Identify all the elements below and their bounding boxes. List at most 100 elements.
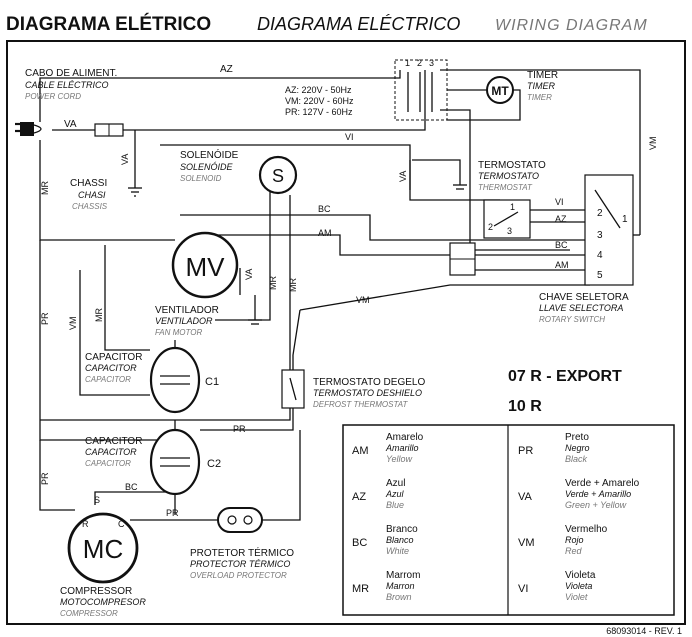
capacitor1-label: CAPACITOR <box>85 352 142 363</box>
overload-label: PROTETOR TÉRMICO <box>190 546 294 559</box>
svg-text:Marron: Marron <box>386 581 415 591</box>
svg-text:2: 2 <box>488 222 493 232</box>
svg-text:1: 1 <box>622 214 628 225</box>
svg-text:MC: MC <box>83 534 123 564</box>
svg-text:PR: PR <box>166 508 179 518</box>
svg-text:TIMER: TIMER <box>527 93 552 102</box>
capacitor-c2 <box>149 428 201 496</box>
svg-text:Verde + Amarelo: Verde + Amarelo <box>565 478 640 489</box>
svg-text:MR: MR <box>352 583 369 595</box>
svg-text:BC: BC <box>318 204 331 214</box>
svg-text:Marrom: Marrom <box>386 570 420 581</box>
svg-text:Preto: Preto <box>565 432 589 443</box>
ground-icon <box>248 319 262 325</box>
fan-motor-symbol <box>171 231 239 299</box>
svg-text:AZ: AZ <box>555 214 567 224</box>
diagram-frame <box>6 40 686 625</box>
svg-text:Violeta: Violeta <box>565 570 596 581</box>
svg-text:AZ: AZ <box>220 64 233 75</box>
compressor-symbol <box>67 512 139 584</box>
voltage-note-2: VM: 220V - 60Hz <box>285 96 354 106</box>
svg-text:Brown: Brown <box>386 592 412 602</box>
svg-text:LLAVE SELECTORA: LLAVE SELECTORA <box>539 303 623 313</box>
svg-text:MT: MT <box>491 84 509 98</box>
timer-switch: 1 2 3 <box>394 58 448 121</box>
svg-text:PR: PR <box>40 472 50 485</box>
svg-text:ROTARY SWITCH: ROTARY SWITCH <box>539 315 605 324</box>
wires: AZ VA VA MR PR VI VA VM BC AM <box>39 64 658 521</box>
svg-text:Amarillo: Amarillo <box>385 443 419 453</box>
svg-text:Azul: Azul <box>386 478 405 489</box>
svg-text:C: C <box>118 519 125 529</box>
svg-text:Branco: Branco <box>386 524 418 535</box>
svg-text:BC: BC <box>352 537 367 549</box>
svg-text:CAPACITOR: CAPACITOR <box>85 363 137 373</box>
svg-text:VA: VA <box>518 491 533 503</box>
svg-text:AM: AM <box>318 228 332 238</box>
svg-text:CAPACITOR: CAPACITOR <box>85 375 131 384</box>
svg-text:MR: MR <box>94 308 104 322</box>
svg-text:Rojo: Rojo <box>565 535 584 545</box>
voltage-note-3: PR: 127V - 60Hz <box>285 107 353 117</box>
svg-text:Amarelo: Amarelo <box>386 432 424 443</box>
svg-text:Green + Yellow: Green + Yellow <box>565 500 627 510</box>
svg-text:C1: C1 <box>205 376 219 388</box>
svg-text:VI: VI <box>345 132 354 142</box>
svg-text:AZ: AZ <box>352 491 366 503</box>
svg-text:MR: MR <box>288 278 298 292</box>
svg-text:3: 3 <box>429 58 434 68</box>
fan-motor-label: VENTILADOR <box>155 305 219 316</box>
svg-text:R: R <box>82 519 89 529</box>
svg-text:BC: BC <box>125 482 138 492</box>
compressor-label: COMPRESSOR <box>60 586 132 597</box>
svg-text:CHASSIS: CHASSIS <box>72 202 108 211</box>
svg-text:Azul: Azul <box>385 489 405 499</box>
svg-text:TERMOSTATO: TERMOSTATO <box>478 171 539 181</box>
svg-text:VM: VM <box>68 317 78 331</box>
svg-text:OVERLOAD PROTECTOR: OVERLOAD PROTECTOR <box>190 571 287 580</box>
svg-text:Vermelho: Vermelho <box>565 524 608 535</box>
svg-text:2: 2 <box>417 58 422 68</box>
svg-text:DEFROST THERMOSTAT: DEFROST THERMOSTAT <box>313 400 408 409</box>
svg-text:Blanco: Blanco <box>386 535 414 545</box>
svg-text:VM: VM <box>356 295 370 305</box>
svg-text:1: 1 <box>510 202 515 212</box>
svg-text:AM: AM <box>555 260 569 270</box>
chassis-label: CHASSI <box>70 178 107 189</box>
svg-text:Negro: Negro <box>565 443 590 453</box>
selector-label: CHAVE SELETORA <box>539 292 629 303</box>
svg-text:CABLE ELÉCTRICO: CABLE ELÉCTRICO <box>25 80 109 90</box>
svg-text:BC: BC <box>555 240 568 250</box>
svg-text:Black: Black <box>565 454 588 464</box>
svg-text:S: S <box>94 495 100 505</box>
svg-text:VI: VI <box>518 583 528 595</box>
svg-text:MOTOCOMPRESOR: MOTOCOMPRESOR <box>60 597 146 607</box>
svg-text:TIMER: TIMER <box>527 81 555 91</box>
svg-text:MR: MR <box>40 181 50 195</box>
rotary-switch <box>584 174 634 286</box>
model-2: 10 R <box>508 398 542 415</box>
svg-text:Red: Red <box>565 546 583 556</box>
solenoid-label: SOLENÓIDE <box>180 148 239 161</box>
color-legend: AMAmareloAmarilloYellowAZAzulAzulBlueBCB… <box>342 424 675 616</box>
voltage-note-1: AZ: 220V - 50Hz <box>285 85 352 95</box>
svg-text:C2: C2 <box>207 458 221 470</box>
svg-text:2: 2 <box>597 208 603 219</box>
svg-text:VI: VI <box>555 197 564 207</box>
svg-text:AM: AM <box>352 445 369 457</box>
timer-label: TIMER <box>527 70 558 81</box>
svg-text:SOLENOID: SOLENOID <box>180 174 222 183</box>
svg-text:3: 3 <box>597 230 603 241</box>
svg-text:TERMOSTATO DESHIELO: TERMOSTATO DESHIELO <box>313 388 422 398</box>
svg-text:VA: VA <box>64 119 77 130</box>
svg-text:THERMOSTAT: THERMOSTAT <box>478 183 533 192</box>
svg-text:White: White <box>386 546 409 556</box>
svg-text:VENTILADOR: VENTILADOR <box>155 316 213 326</box>
svg-text:POWER CORD: POWER CORD <box>25 92 81 101</box>
capacitor2-label: CAPACITOR <box>85 436 142 447</box>
